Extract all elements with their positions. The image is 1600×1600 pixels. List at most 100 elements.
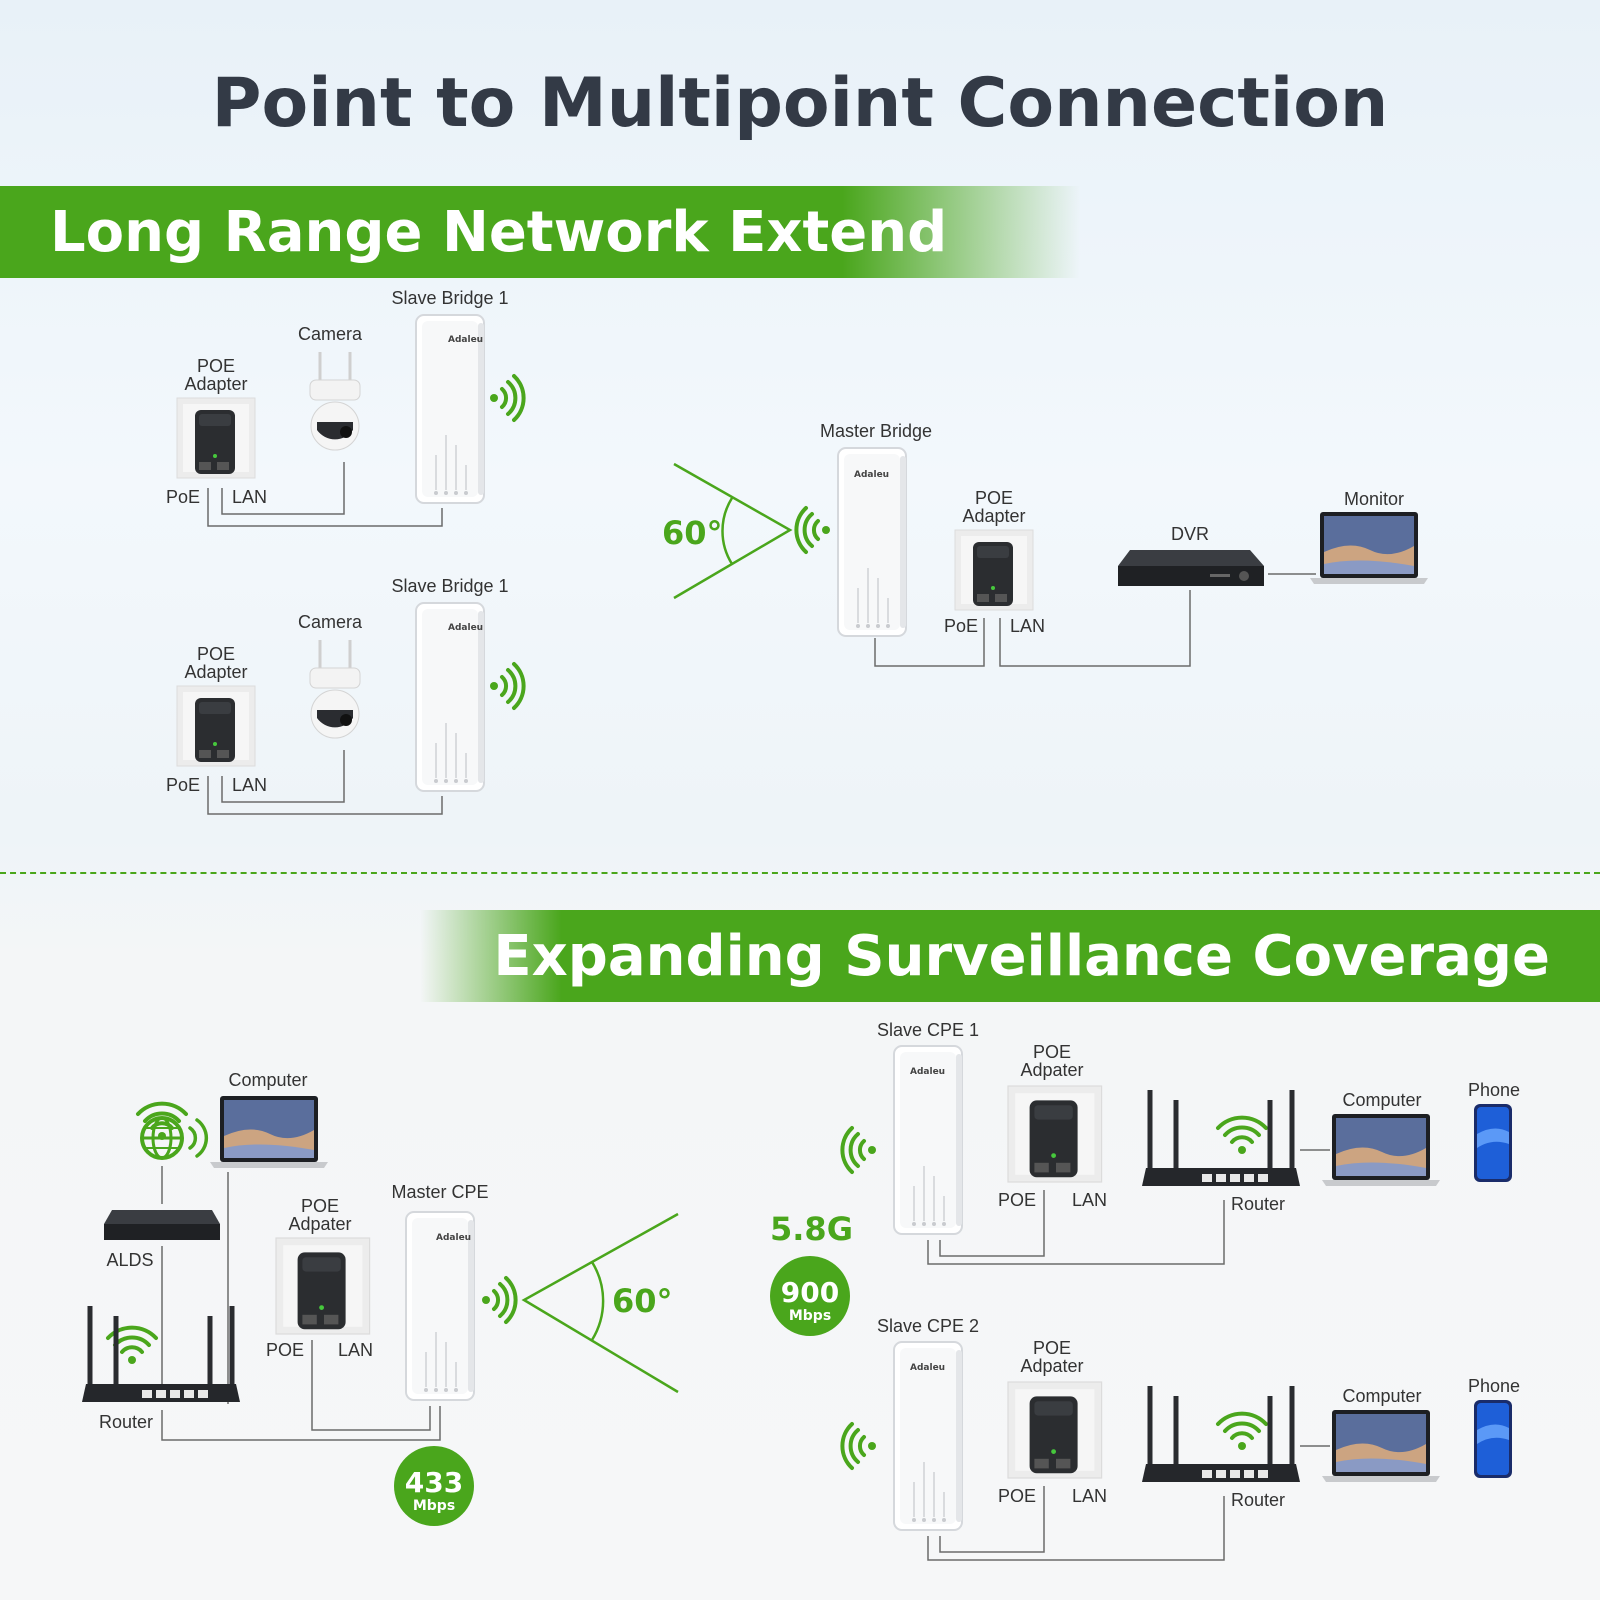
section-banner-long-range: Long Range Network Extend (0, 186, 1080, 278)
poe-adapter-icon (1007, 1381, 1103, 1479)
lan-port-label: LAN (1072, 1486, 1107, 1506)
camera-icon (308, 350, 362, 452)
camera-icon (308, 638, 362, 740)
coverage-angle (521, 1212, 679, 1394)
brand-label: Adaleu (854, 470, 889, 480)
computer-icon (1322, 1410, 1440, 1482)
cable (999, 590, 1191, 667)
cable (939, 1190, 1045, 1257)
poe-port-label: POE (266, 1340, 304, 1360)
camera-label: Camera (298, 612, 363, 632)
poe-adapter-icon (954, 529, 1034, 611)
poe-adapter-label: POE (975, 488, 1013, 508)
brand-label: Adaleu (436, 1233, 471, 1243)
banner-text: Long Range Network Extend (50, 200, 948, 265)
section-divider (0, 872, 1600, 874)
router-icon (1142, 1386, 1300, 1482)
lan-port-label: LAN (1010, 616, 1045, 636)
dvr-icon (1118, 550, 1264, 586)
angle-label: 60° (662, 514, 723, 552)
poe-adapter-icon (275, 1237, 371, 1335)
router-label: Router (1231, 1490, 1285, 1510)
page-title: Point to Multipoint Connection (211, 64, 1389, 143)
poe-adapter-label: Adapter (184, 374, 247, 394)
cable (939, 1486, 1045, 1553)
router-label: Router (1231, 1194, 1285, 1214)
phone-icon (1474, 1104, 1512, 1182)
signal-icon (840, 1422, 878, 1470)
cable (874, 618, 985, 667)
master-cpe-label: Master CPE (391, 1182, 488, 1202)
poe-adapter-icon (176, 397, 256, 479)
poe-adapter-label: POE (197, 644, 235, 664)
lan-port-label: LAN (338, 1340, 373, 1360)
poe-adapter-label: POE (1033, 1338, 1071, 1358)
speed-value: 433 (405, 1466, 463, 1499)
angle-label: 60° (612, 1282, 673, 1320)
signal-icon (188, 1118, 209, 1158)
router-icon (1142, 1090, 1300, 1186)
angle-arc (590, 1261, 605, 1341)
dvr-label: DVR (1171, 524, 1209, 544)
phone-label: Phone (1468, 1080, 1520, 1100)
signal-icon (794, 506, 832, 554)
brand-label: Adaleu (448, 335, 483, 345)
poe-adapter-label: POE (301, 1196, 339, 1216)
cable (927, 1200, 1225, 1265)
speed-unit: Mbps (413, 1498, 455, 1514)
poe-adapter-label: Adapter (962, 506, 1025, 526)
frequency-label: 5.8G (770, 1210, 853, 1248)
monitor-icon (1310, 512, 1428, 584)
slave-cpe-group-1: Slave CPE 1 Adaleu POE Adpater POE LAN R… (840, 1020, 1520, 1265)
phone-icon (1474, 1400, 1512, 1478)
slave-cpe-label: Slave CPE 2 (877, 1316, 979, 1336)
brand-label: Adaleu (910, 1067, 945, 1077)
lan-port-label: LAN (232, 487, 267, 507)
monitor-label: Monitor (1344, 489, 1404, 509)
lan-port-label: LAN (232, 775, 267, 795)
slave-group-1: Slave Bridge 1 Camera POE Adapter Adaleu… (166, 288, 526, 527)
master-bridge-label: Master Bridge (820, 421, 932, 441)
poe-adapter-label: Adpater (288, 1214, 351, 1234)
cable (221, 750, 345, 803)
brand-label: Adaleu (910, 1363, 945, 1373)
globe-icon (140, 1116, 184, 1160)
poe-adapter-label: POE (1033, 1042, 1071, 1062)
slave-cpe-label: Slave CPE 1 (877, 1020, 979, 1040)
speed-unit: Mbps (789, 1308, 831, 1324)
master-group: 60° Master Bridge Adaleu POE Adapter PoE… (662, 421, 1428, 667)
banner-text: Expanding Surveillance Coverage (493, 924, 1550, 989)
computer-label: Computer (1342, 1090, 1421, 1110)
slave-bridge-label: Slave Bridge 1 (391, 288, 508, 308)
poe-adapter-label: Adpater (1020, 1356, 1083, 1376)
alds-label: ALDS (106, 1250, 153, 1270)
cable (161, 1406, 441, 1441)
signal-icon (480, 1276, 518, 1324)
poe-adapter-icon (1007, 1085, 1103, 1183)
angle-arc (721, 497, 734, 565)
wifi-icon (1216, 1411, 1268, 1452)
master-cpe-group: Computer ALDS Router POE Adpater POE LAN… (82, 1070, 679, 1526)
cable (311, 1340, 431, 1431)
poe-adapter-label: Adpater (1020, 1060, 1083, 1080)
poe-port-label: PoE (944, 616, 978, 636)
wifi-icon (1216, 1115, 1268, 1156)
brand-label: Adaleu (448, 623, 483, 633)
phone-label: Phone (1468, 1376, 1520, 1396)
poe-port-label: PoE (166, 487, 200, 507)
signal-icon (488, 662, 526, 710)
cable (207, 776, 443, 815)
speed-badge-master: 433 Mbps (394, 1446, 474, 1526)
computer-label: Computer (1342, 1386, 1421, 1406)
signal-icon (840, 1126, 878, 1174)
computer-icon (210, 1096, 328, 1168)
computer-icon (1322, 1114, 1440, 1186)
poe-adapter-icon (176, 685, 256, 767)
slave-bridge-label: Slave Bridge 1 (391, 576, 508, 596)
poe-adapter-label: Adapter (184, 662, 247, 682)
speed-value: 900 (781, 1276, 839, 1309)
cable (207, 488, 443, 527)
alds-icon (104, 1210, 220, 1240)
slave-group-2: Slave Bridge 1 Camera POE Adapter Adaleu… (166, 576, 526, 815)
